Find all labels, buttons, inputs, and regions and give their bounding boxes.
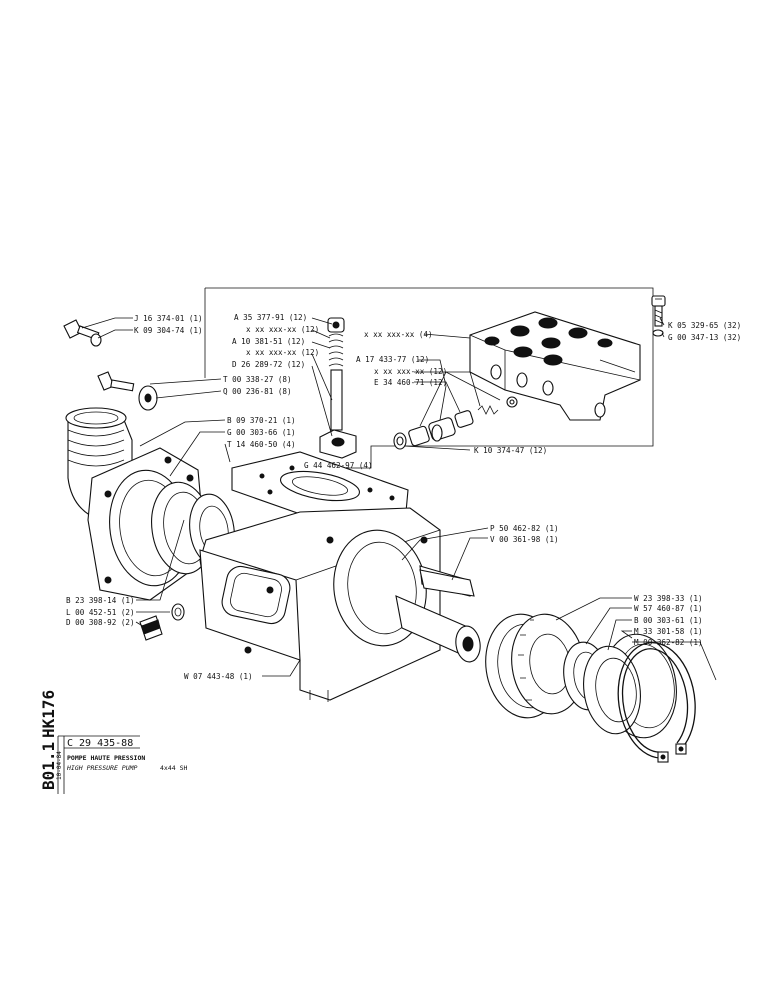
drawing-number: C 29 435-88 xyxy=(67,738,133,749)
callout-label: J 16 374-01 (1) xyxy=(134,314,203,323)
callout-label: K 10 374-47 (12) xyxy=(474,446,547,455)
drain-plug xyxy=(139,603,185,641)
plug-bolt-top xyxy=(63,319,102,347)
bolt-washer xyxy=(97,371,158,411)
callout-label: x xx xxx-xx (12) xyxy=(246,325,319,334)
callout-label: D 26 289-72 (12) xyxy=(232,360,305,369)
callout-label: L 00 452-51 (2) xyxy=(66,608,135,617)
callout-label: M 00 362-82 (1) xyxy=(634,638,703,647)
valve-assembly-parts xyxy=(393,396,518,450)
sheet-reference: B01.1 xyxy=(39,742,58,790)
callout-label: P 50 462-82 (1) xyxy=(490,524,559,533)
callout-label: T 00 338-27 (8) xyxy=(223,375,292,384)
cap-screw-icon xyxy=(651,295,666,337)
valve-stem xyxy=(319,317,357,459)
callout-labels: J 16 374-01 (1) K 09 304-74 (1) A 35 377… xyxy=(66,313,741,681)
callout-label: x xx xxx-xx (4) xyxy=(364,330,433,339)
callout-label: K 05 329-65 (32) xyxy=(668,321,741,330)
callout-label: x xx xxx-xx (12) xyxy=(246,348,319,357)
callout-label: G 00 347-13 (32) xyxy=(668,333,741,342)
callout-label: A 10 381-51 (12) xyxy=(232,337,305,346)
callout-label: B 23 398-14 (1) xyxy=(66,596,135,605)
callout-label: K 09 304-74 (1) xyxy=(134,326,203,335)
callout-label: E 34 460-71 (12) xyxy=(374,378,447,387)
callout-label: D 00 308-92 (2) xyxy=(66,618,135,627)
callout-label: G 44 462-97 (4) xyxy=(304,461,373,470)
leader-lines xyxy=(81,317,717,681)
callout-label: Q 00 236-81 (8) xyxy=(223,387,292,396)
callout-label: x xx xxx-xx (12) xyxy=(374,367,447,376)
callout-label: T 14 460-50 (4) xyxy=(227,440,296,449)
valve-head-block xyxy=(469,311,641,421)
sheet-code: HK176 xyxy=(39,690,58,738)
callout-label: A 35 377-91 (12) xyxy=(234,313,307,322)
callout-label: V 00 361-98 (1) xyxy=(490,535,559,544)
callout-label: A 17 433-77 (12) xyxy=(356,355,429,364)
title-block: HK176 B01.1 10-04-84 C 29 435-88 POMPE H… xyxy=(39,690,187,794)
valve-group-frame xyxy=(204,287,654,469)
callout-label: B 09 370-21 (1) xyxy=(227,416,296,425)
callout-label: G 00 303-66 (1) xyxy=(227,428,296,437)
drawing-date: 10-04-84 xyxy=(56,751,63,780)
callout-label: M 33 301-58 (1) xyxy=(634,627,703,636)
title-french: POMPE HAUTE PRESSION xyxy=(67,754,145,762)
callout-label: W 07 443-48 (1) xyxy=(184,672,253,681)
model-designation: 4x44 SH xyxy=(160,764,187,772)
circlip xyxy=(617,642,696,763)
callout-label: W 23 398-33 (1) xyxy=(634,594,703,603)
callout-label: B 00 303-61 (1) xyxy=(634,616,703,625)
pump-housing xyxy=(199,507,441,702)
title-english: HIGH PRESSURE PUMP xyxy=(66,764,138,772)
callout-label: W 57 460-87 (1) xyxy=(634,604,703,613)
